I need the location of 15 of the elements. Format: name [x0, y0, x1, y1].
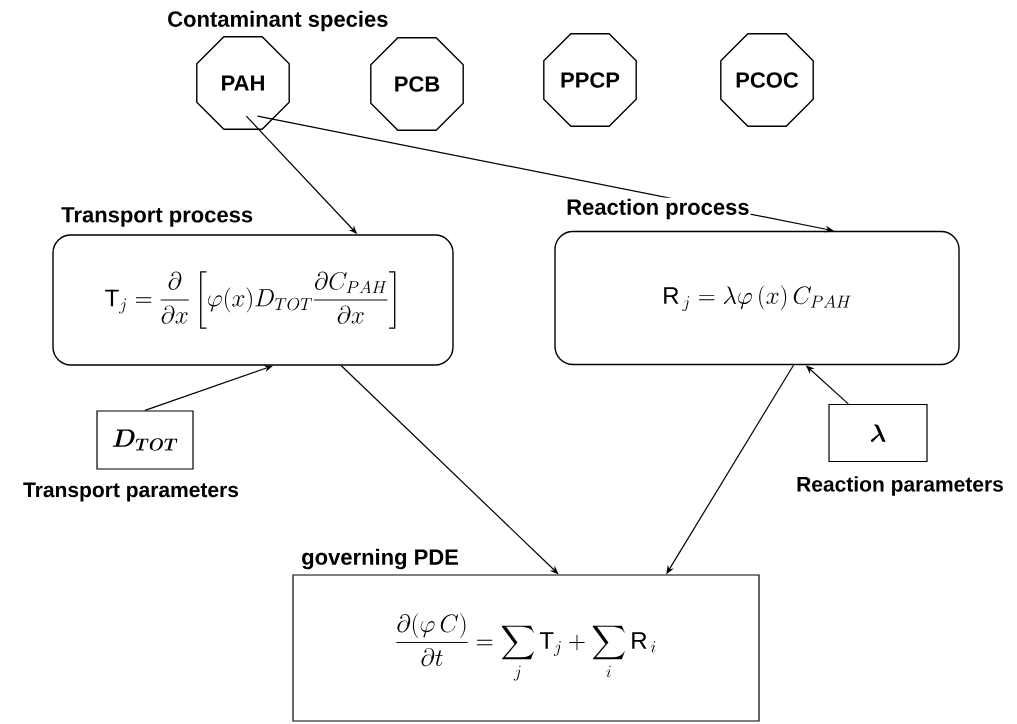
box-heading: Transport process — [60, 206, 255, 228]
parameter-box: $\boldsymbol{\lambda}$ — [828, 403, 928, 463]
octagon-node: PCOC — [720, 33, 814, 127]
octagon-node: PAH — [196, 36, 290, 130]
box-heading: governing PDE — [300, 547, 460, 571]
box-heading: Reaction process — [565, 197, 751, 221]
group-heading: Contaminant species — [168, 10, 388, 32]
equation-box: $\frac{\partial(\varphi\, C)}{\partial t} = \sum_j \mathrm{T}_j + \sum_i \mathrm{R}_{\,i}$ — [292, 574, 760, 722]
octagon-node: PCB — [370, 37, 464, 131]
process-box: $\mathrm{R}_{\,j} = \lambda\varphi\left(x\right) C_{PAH}$ — [554, 230, 960, 366]
process-box: $\mathrm{T}_j = \frac{\partial}{\partial x}\left[\varphi(x) D_{TOT}\frac{\partial C_{PAH}}{\partial x}\right]$ — [52, 234, 454, 366]
parameter-caption: Transport parameters — [23, 482, 239, 502]
parameter-box: $\boldsymbol{D_{TOT}}$ — [96, 410, 194, 470]
octagon-node: PPCP — [543, 33, 637, 127]
parameter-caption: Reaction parameters — [797, 476, 1003, 496]
